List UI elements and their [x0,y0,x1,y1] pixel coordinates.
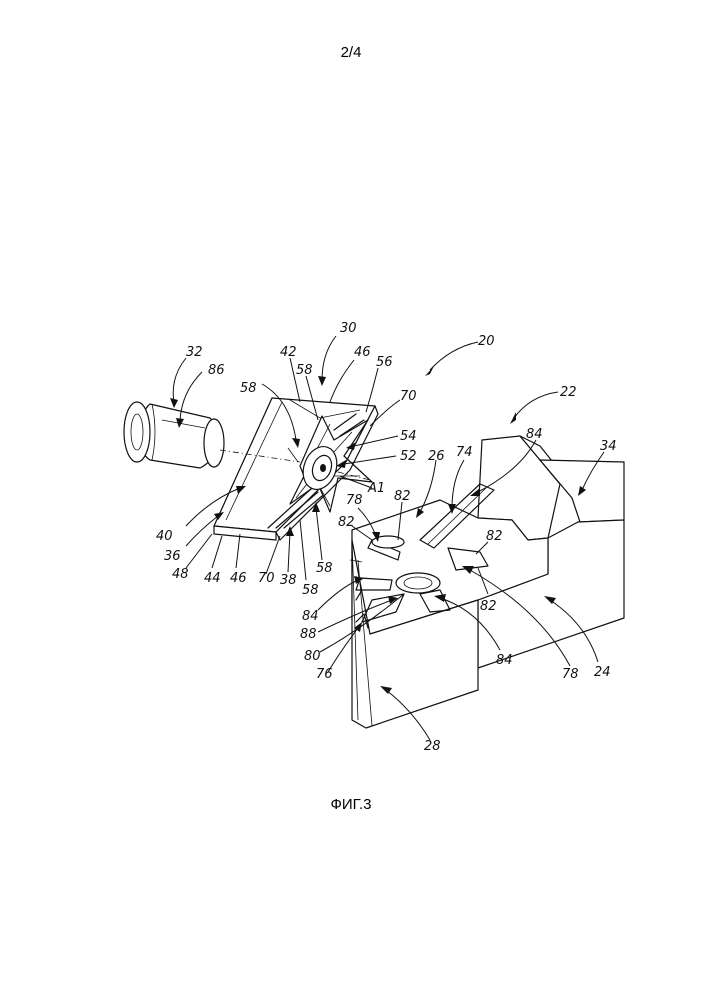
ref-24: 24 [594,665,611,680]
ref-86: 86 [208,363,225,378]
ref-82: 82 [480,599,497,614]
ref-88: 88 [300,627,317,642]
ref-a1: A1 [367,481,385,496]
ref-36: 36 [164,549,181,564]
ref-32: 32 [186,345,203,360]
ref-84: 84 [496,653,513,668]
ref-76: 76 [316,667,333,682]
ref-40: 40 [156,529,173,544]
ref-44: 44 [204,571,221,586]
ref-38: 38 [280,573,297,588]
ref-78: 78 [346,493,363,508]
ref-82: 82 [338,515,355,530]
ref-26: 26 [428,449,445,464]
ref-58: 58 [296,363,313,378]
tool-holder-20 [350,436,624,728]
ref-42: 42 [280,345,297,360]
ref-46: 46 [230,571,247,586]
ref-70: 70 [400,389,417,404]
ref-58: 58 [240,381,257,396]
ref-22: 22 [560,385,577,400]
ref-52: 52 [400,449,417,464]
ref-84: 84 [302,609,319,624]
ref-28: 28 [424,739,441,754]
ref-74: 74 [456,445,473,460]
ref-46: 46 [354,345,371,360]
ref-56: 56 [376,355,393,370]
ref-82: 82 [394,489,411,504]
ref-54: 54 [400,429,417,444]
ref-20: 20 [478,334,495,349]
pin-32 [124,402,224,468]
ref-78: 78 [562,667,579,682]
ref-48: 48 [172,567,189,582]
ref-70: 70 [258,571,275,586]
ref-58: 58 [316,561,333,576]
ref-34: 34 [600,439,617,454]
ref-82: 82 [486,529,503,544]
figure-caption: ФИГ.3 [0,796,702,813]
ref-58: 58 [302,583,319,598]
ref-84: 84 [526,427,543,442]
ref-30: 30 [340,321,357,336]
ref-80: 80 [304,649,321,664]
